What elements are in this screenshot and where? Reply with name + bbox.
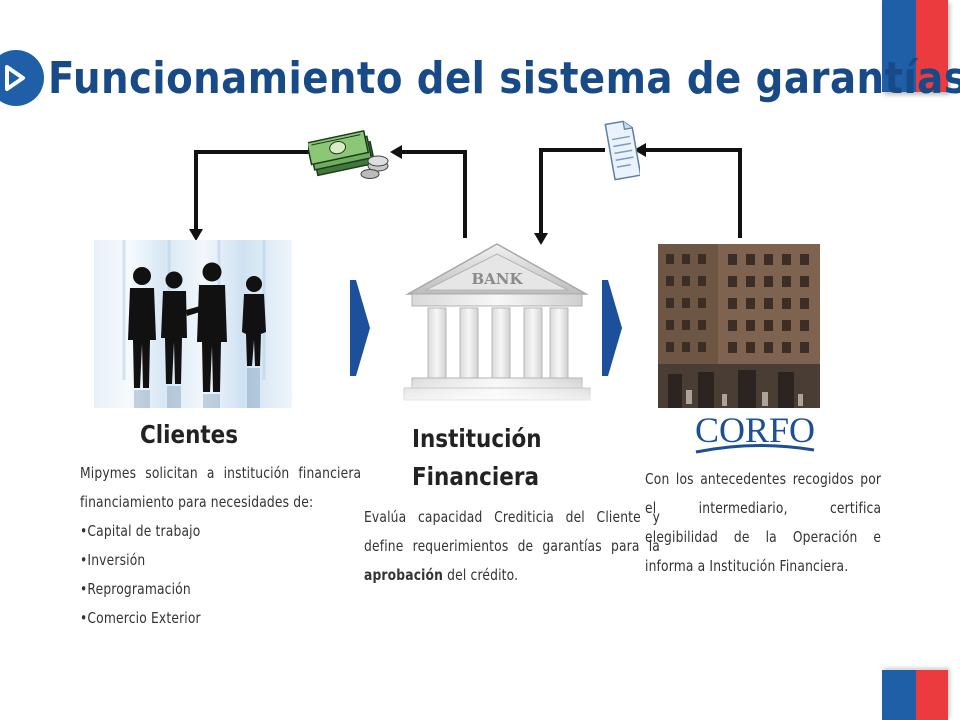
institution-heading-line2: Financiera <box>412 462 539 491</box>
page-title: Funcionamiento del sistema de garantías <box>48 53 960 104</box>
bank-building-icon: BANK <box>398 236 596 412</box>
list-item: Comercio Exterior <box>80 604 361 633</box>
corfo-building-image <box>658 244 820 408</box>
clients-needs-list: Capital de trabajo Inversión Reprogramac… <box>80 517 361 633</box>
list-item: Capital de trabajo <box>80 517 361 546</box>
money-stack-icon <box>308 129 389 179</box>
list-item: Reprogramación <box>80 575 361 604</box>
arrow-money-to-client <box>194 150 310 232</box>
arrow-corfo-to-document <box>642 148 742 238</box>
institution-body-before: Evalúa capacidad Crediticia del Cliente … <box>364 508 661 555</box>
arrow-document-to-bank <box>539 148 605 236</box>
institution-body-bold: aprobación <box>364 566 444 584</box>
arrow-bank-to-client <box>398 150 467 238</box>
institution-body-after: del crédito. <box>443 566 519 584</box>
corfo-description: Con los antecedentes recogidos por el in… <box>645 465 923 581</box>
play-bullet-icon <box>0 50 44 106</box>
bank-sign: BANK <box>471 270 523 288</box>
chevron-right-icon <box>602 280 622 376</box>
corfo-body: Con los antecedentes recogidos por el in… <box>645 470 882 575</box>
flag-decoration-bottom <box>882 670 948 720</box>
chevron-right-icon <box>350 280 370 376</box>
clients-description: Mipymes solicitan a institución financie… <box>80 459 361 633</box>
clients-intro: Mipymes solicitan a institución financie… <box>80 464 362 511</box>
corfo-logo: CORFO <box>695 410 815 454</box>
flag-decoration-top <box>882 0 948 92</box>
institution-description: Evalúa capacidad Crediticia del Cliente … <box>364 503 660 590</box>
institution-heading-line1: Institución <box>412 424 542 453</box>
business-people-image <box>94 240 292 408</box>
svg-text:CORFO: CORFO <box>695 410 815 450</box>
document-icon <box>604 120 640 181</box>
clients-heading: Clientes <box>140 420 239 449</box>
institution-heading: Institución Financiera <box>412 420 542 496</box>
list-item: Inversión <box>80 546 361 575</box>
